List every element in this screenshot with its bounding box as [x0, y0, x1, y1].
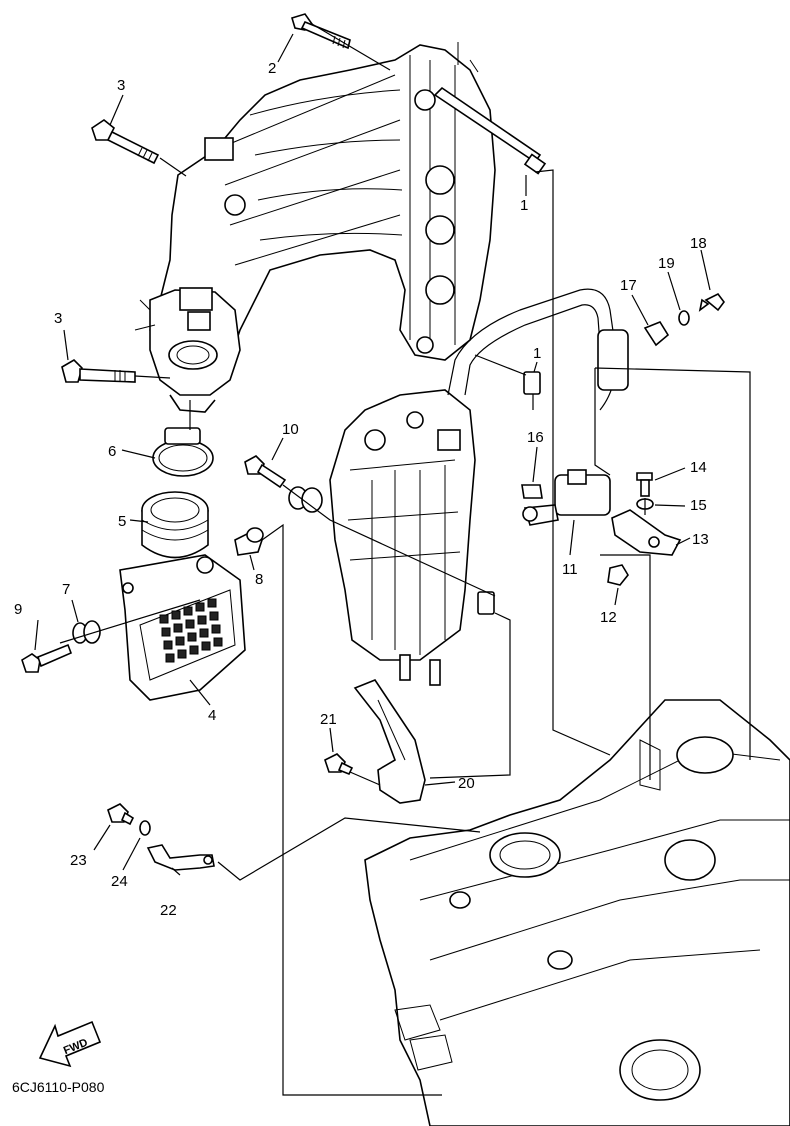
- callout-3b: 3: [54, 310, 62, 327]
- bracket-13: [611, 509, 682, 556]
- callout-13: 13: [692, 531, 709, 548]
- callout-3a: 3: [117, 77, 125, 94]
- manifold-bolt-upper-left: [91, 119, 160, 165]
- intake-manifold: [149, 42, 496, 376]
- callout-labels: 1 1 2 3 3 4 5 6 7 8 9 10 11 12 13 14 15 …: [14, 60, 709, 919]
- callout-7: 7: [62, 581, 70, 598]
- callout-16: 16: [527, 429, 544, 446]
- manifold-bolt-top: [291, 13, 351, 50]
- callout-5: 5: [118, 513, 126, 530]
- callout-18: 18: [690, 235, 707, 252]
- callout-15: 15: [690, 497, 707, 514]
- callout-1a: 1: [520, 197, 528, 214]
- hose-clip: [643, 321, 670, 347]
- grommet: [72, 620, 101, 644]
- callout-22: 22: [160, 902, 177, 919]
- callout-24: 24: [111, 873, 128, 890]
- collar: [234, 527, 264, 556]
- throttle-body: [134, 287, 241, 413]
- separator-bolt: [244, 455, 287, 489]
- callout-8: 8: [255, 571, 263, 588]
- washer-24: [139, 820, 151, 836]
- hose-clip-16: [521, 484, 543, 499]
- dowel-pin-upper: [433, 86, 547, 175]
- manifold-bolt-lower-left: [61, 358, 136, 383]
- figure-code: 6CJ6110-P080: [12, 1079, 105, 1095]
- callout-4: 4: [208, 707, 216, 724]
- bolt-21: [324, 753, 354, 776]
- fwd-arrow: FWD: [38, 1020, 102, 1068]
- vapor-separator: [329, 389, 476, 686]
- leader-lines: [59, 23, 751, 1096]
- intake-silencer: [119, 554, 246, 701]
- cylinder-block: [364, 699, 790, 1126]
- callout-12: 12: [600, 609, 617, 626]
- hose-clamp: [152, 427, 214, 477]
- separator-collar: [477, 591, 495, 615]
- solenoid-valve: [522, 469, 611, 526]
- separator-grommet: [288, 486, 323, 513]
- silencer-grid: [159, 598, 223, 663]
- screw-18: [698, 292, 725, 312]
- callout-6: 6: [108, 443, 116, 460]
- intake-joint: [141, 491, 209, 559]
- callout-23: 23: [70, 852, 87, 869]
- callout-14: 14: [690, 459, 707, 476]
- clip-22: [146, 844, 215, 871]
- nut-12: [607, 564, 629, 586]
- callout-17: 17: [620, 277, 637, 294]
- callout-2: 2: [268, 60, 276, 77]
- callout-11: 11: [562, 561, 578, 578]
- callout-10: 10: [282, 421, 299, 438]
- callout-19: 19: [658, 255, 675, 272]
- callout-stubs: [34, 33, 711, 876]
- silencer-bolt: [21, 643, 73, 673]
- fuel-hose: [447, 288, 629, 411]
- callout-1b: 1: [533, 345, 541, 362]
- screw-14: [636, 472, 653, 497]
- dowel-pin-lower: [523, 371, 541, 395]
- bracket-20: [353, 679, 426, 804]
- callout-9: 9: [14, 601, 22, 618]
- bolt-23: [107, 803, 135, 826]
- callout-20: 20: [458, 775, 475, 792]
- washer-19: [678, 310, 690, 326]
- callout-21: 21: [320, 711, 337, 728]
